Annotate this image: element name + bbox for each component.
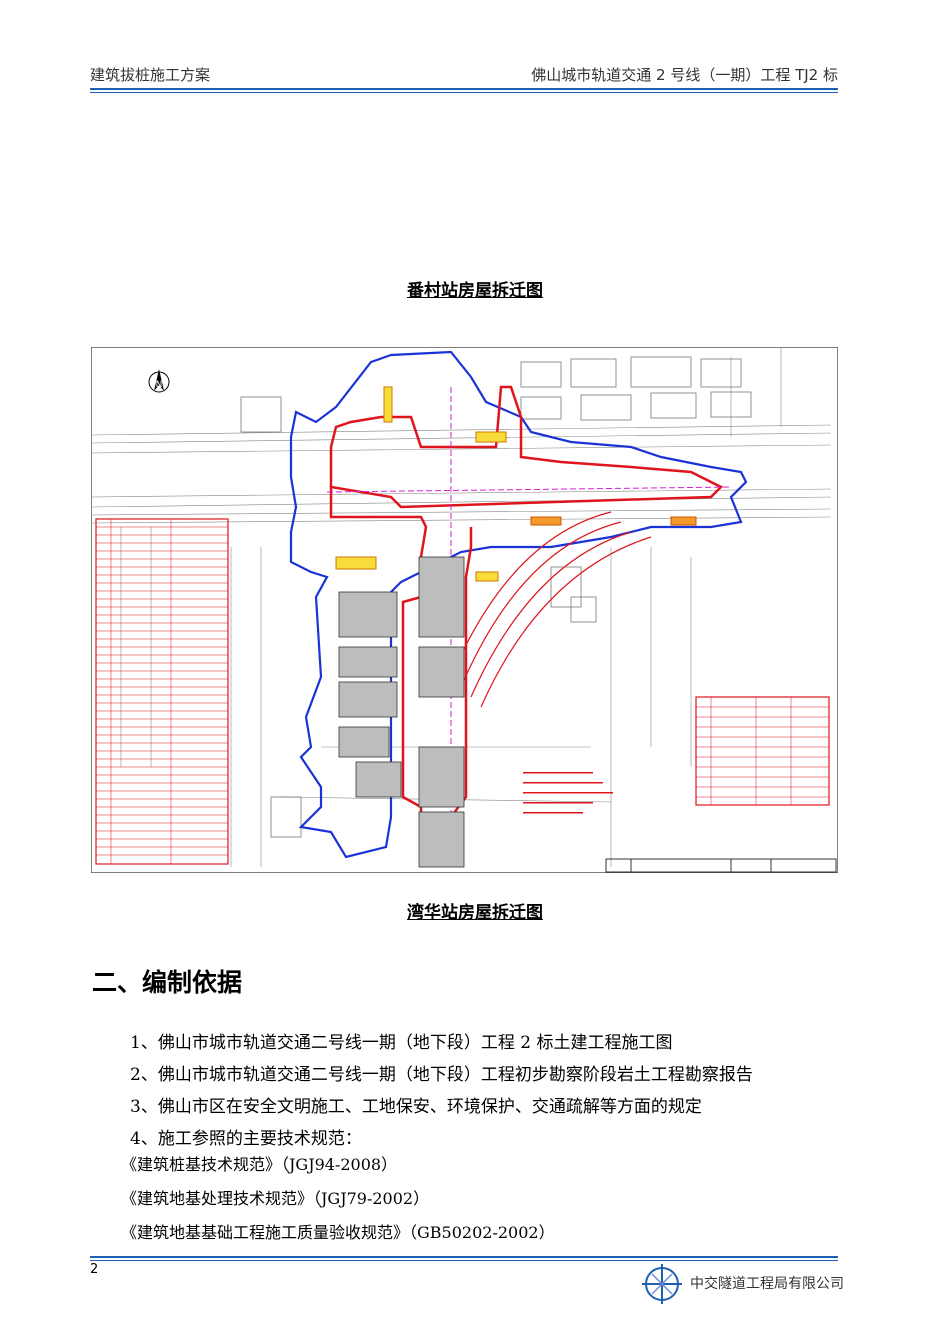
section-heading: 二、编制依据	[92, 968, 243, 997]
header-doc-title: 建筑拔桩施工方案	[90, 66, 211, 84]
header-project-title: 佛山城市轨道交通 2 号线（一期）工程 TJ2 标	[531, 66, 838, 84]
page-number: 2	[90, 1262, 99, 1277]
demolition-site-plan: N	[91, 347, 838, 873]
background-buildings	[240, 356, 752, 838]
list-item: 3、佛山市区在安全文明施工、工地保安、环境保护、交通疏解等方面的规定	[130, 1097, 702, 1117]
legend-table	[695, 696, 830, 806]
basis-list: 1、佛山市城市轨道交通二号线一期（地下段）工程 2 标土建工程施工图 2、佛山市…	[130, 1027, 753, 1155]
coordinate-table	[95, 518, 229, 865]
title-block	[605, 858, 837, 873]
list-item: 1、佛山市城市轨道交通二号线一期（地下段）工程 2 标土建工程施工图	[130, 1033, 673, 1053]
tunnel-alignment	[450, 511, 652, 708]
construction-boundary	[289, 350, 748, 859]
company-name: 中交隧道工程局有限公司	[690, 1276, 844, 1292]
notes-lines	[523, 772, 613, 814]
page-header: 建筑拔桩施工方案 佛山城市轨道交通 2 号线（一期）工程 TJ2 标	[90, 62, 838, 86]
north-arrow	[148, 369, 170, 393]
demolition-buildings	[338, 556, 465, 868]
yellow-markers	[335, 386, 697, 582]
spec-item: 《建筑地基处理技术规范》（JGJ79-2002）	[121, 1189, 430, 1208]
header-rule-thin	[90, 92, 838, 93]
spec-item: 《建筑地基基础工程施工质量验收规范》（GB50202-2002）	[121, 1223, 555, 1242]
spec-item: 《建筑桩基技术规范》（JGJ94-2008）	[121, 1155, 398, 1174]
list-item: 2、佛山市城市轨道交通二号线一期（地下段）工程初步勘察阶段岩土工程勘察报告	[130, 1065, 753, 1085]
north-label: N	[156, 380, 163, 390]
footer-rule-thin	[90, 1260, 838, 1261]
figure-caption-bottom: 湾华站房屋拆迁图	[407, 903, 543, 923]
header-rule	[90, 88, 838, 90]
figure-caption-top: 番村站房屋拆迁图	[407, 281, 543, 301]
footer-rule	[90, 1256, 838, 1258]
company-logo-icon	[642, 1264, 682, 1304]
list-item: 4、施工参照的主要技术规范：	[130, 1129, 362, 1149]
